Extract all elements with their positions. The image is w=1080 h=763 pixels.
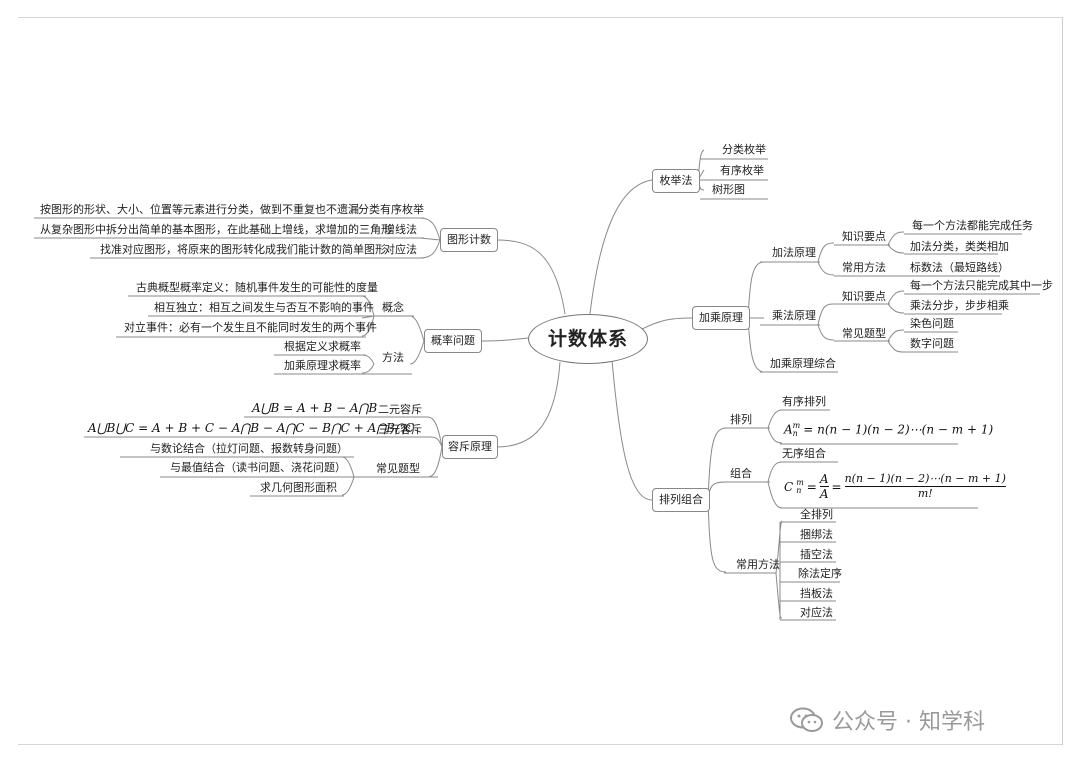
graph-count-item: 找准对应图形，将原来的图形转化成我们能计数的简单图形 bbox=[100, 243, 386, 256]
enumeration-item: 有序枚举 bbox=[720, 164, 764, 177]
probability-method-item: 加乘原理求概率 bbox=[284, 359, 361, 372]
perm-method-item: 除法定序 bbox=[798, 567, 842, 580]
combination-sub: 无序组合 bbox=[782, 447, 826, 460]
ie-common-label: 常见题型 bbox=[376, 462, 420, 475]
multiplication-principle: 乘法原理 bbox=[772, 309, 816, 322]
graph-count-method: 分类有序枚举 bbox=[358, 203, 424, 216]
perm-method-item: 捆绑法 bbox=[800, 528, 833, 541]
probability-method-item: 根据定义求概率 bbox=[284, 340, 361, 353]
permutation-sub: 有序排列 bbox=[782, 395, 826, 408]
addition-principle: 加法原理 bbox=[772, 246, 816, 259]
frame-line bbox=[18, 17, 1062, 18]
two-set-label: 二元容斥 bbox=[378, 403, 422, 416]
perm-method-item: 插空法 bbox=[800, 548, 833, 561]
probability-method: 方法 bbox=[382, 351, 404, 364]
wechat-icon bbox=[790, 707, 824, 733]
multiplication-knowledge: 知识要点 bbox=[842, 290, 886, 303]
graph-count-node: 图形计数 bbox=[440, 228, 498, 252]
multiplication-knowledge-item: 每一个方法只能完成其中一步 bbox=[910, 279, 1053, 292]
probability-node: 概率问题 bbox=[424, 329, 482, 353]
enumeration-item: 分类枚举 bbox=[722, 143, 766, 156]
three-set-formula: A⋃B⋃C = A + B + C − A⋂B − A⋂C − B⋂C + A⋂… bbox=[88, 421, 415, 435]
ie-common-item: 与数论结合（拉灯问题、报数转身问题） bbox=[150, 442, 348, 455]
enumeration-node: 枚举法 bbox=[652, 169, 700, 193]
perm-method-item: 挡板法 bbox=[800, 587, 833, 600]
graph-count-item: 从复杂图形中拆分出简单的基本图形，在此基础上增线，求增加的三角形 bbox=[40, 223, 392, 236]
watermark-text: 公众号 · 知学科 bbox=[832, 710, 985, 735]
add-mult-node: 加乘原理 bbox=[692, 306, 750, 330]
ie-common-item: 与最值结合（读书问题、浇花问题） bbox=[170, 461, 346, 474]
addition-method: 常用方法 bbox=[842, 261, 886, 274]
enumeration-item: 树形图 bbox=[712, 183, 745, 196]
probability-concept-item: 相互独立：相互之间发生与否互不影响的事件 bbox=[154, 301, 374, 314]
probability-concept-item: 古典概型概率定义：随机事件发生的可能性的度量 bbox=[136, 281, 378, 294]
graph-count-item: 按图形的形状、大小、位置等元素进行分类，做到不重复也不遗漏 bbox=[40, 203, 359, 216]
frame-line bbox=[18, 744, 1062, 745]
frame-line bbox=[1062, 17, 1063, 745]
add-mult-combined: 加乘原理综合 bbox=[770, 357, 836, 370]
addition-knowledge: 知识要点 bbox=[842, 230, 886, 243]
two-set-formula: A⋃B = A + B − A⋂B bbox=[252, 401, 378, 415]
addition-knowledge-item: 每一个方法都能完成任务 bbox=[912, 219, 1033, 232]
probability-concept: 概念 bbox=[382, 301, 404, 314]
perm-comb-node: 排列组合 bbox=[652, 488, 710, 512]
center-topic: 计数体系 bbox=[528, 314, 648, 364]
three-set-label: 三元容斥 bbox=[378, 423, 422, 436]
graph-count-method: 增线法 bbox=[384, 223, 417, 236]
perm-methods-label: 常用方法 bbox=[736, 558, 780, 571]
multiplication-knowledge-item: 乘法分步，步步相乘 bbox=[910, 299, 1009, 312]
addition-knowledge-item: 加法分类，类类相加 bbox=[910, 240, 1009, 253]
inclusion-exclusion-node: 容斥原理 bbox=[442, 435, 498, 459]
addition-method-item: 标数法（最短路线） bbox=[910, 261, 1009, 274]
multiplication-common-item: 染色问题 bbox=[910, 317, 954, 330]
multiplication-common: 常见题型 bbox=[842, 327, 886, 340]
ie-common-item: 求几何图形面积 bbox=[260, 481, 337, 494]
graph-count-method: 对应法 bbox=[384, 243, 417, 256]
perm-method-item: 全排列 bbox=[800, 508, 833, 521]
watermark: 公众号 · 知学科 bbox=[790, 704, 985, 736]
permutation-label: 排列 bbox=[730, 413, 752, 426]
multiplication-common-item: 数字问题 bbox=[910, 337, 954, 350]
probability-concept-item: 对立事件：必有一个发生且不能同时发生的两个事件 bbox=[124, 321, 377, 334]
perm-method-item: 对应法 bbox=[800, 606, 833, 619]
combination-label: 组合 bbox=[730, 467, 752, 480]
